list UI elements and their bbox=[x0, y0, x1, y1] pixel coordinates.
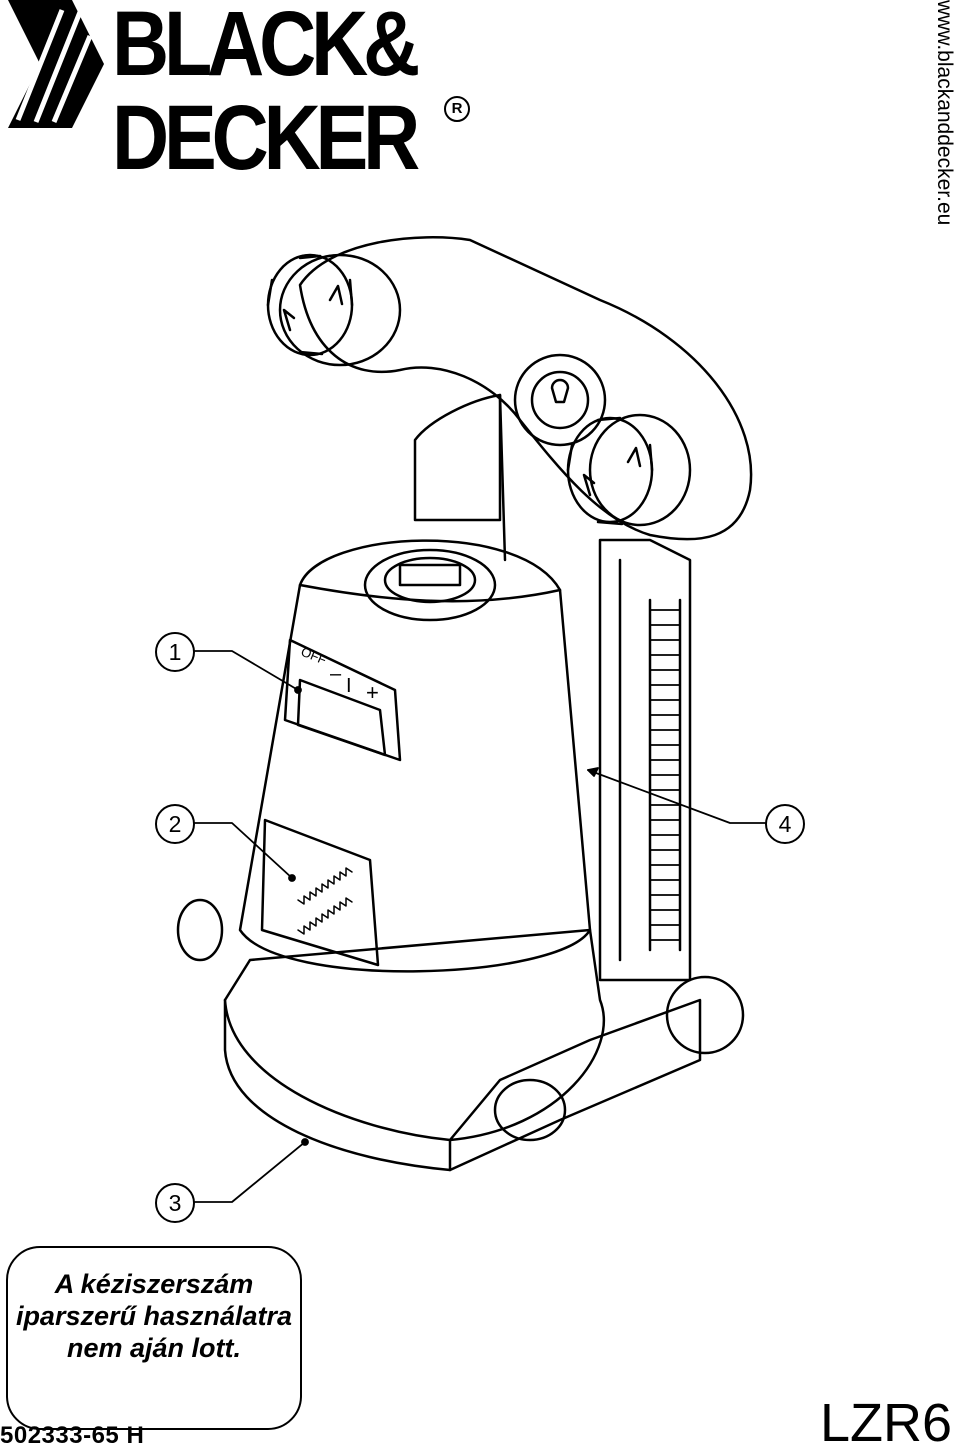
adjust-knob-right bbox=[566, 413, 692, 527]
callout-3: 3 bbox=[155, 1183, 195, 1223]
power-switch: OFF – I + bbox=[283, 638, 402, 762]
laser-body bbox=[238, 539, 592, 973]
brand-name-line1: BLACK& bbox=[112, 0, 420, 95]
laser-window bbox=[260, 818, 380, 967]
base bbox=[223, 928, 702, 1172]
callout-1: 1 bbox=[155, 632, 195, 672]
adjust-knob-top-left bbox=[266, 253, 402, 367]
callout-4: 4 bbox=[765, 804, 805, 844]
website-url[interactable]: www.blackanddecker.eu bbox=[928, 0, 960, 225]
top-cap bbox=[363, 548, 497, 622]
brand-name-line2: DECKER bbox=[112, 87, 420, 189]
warning-box: A kéziszerszám iparszerű használatra nem… bbox=[6, 1246, 302, 1430]
switch-label-off: OFF bbox=[299, 644, 329, 668]
website-url-text: www.blackanddecker.eu bbox=[933, 0, 956, 226]
warning-text: A kéziszerszám iparszerű használatra nem… bbox=[8, 1268, 300, 1364]
switch-label-plus: + bbox=[366, 680, 379, 705]
model-name: LZR6 bbox=[819, 1393, 952, 1453]
leader-lines bbox=[192, 650, 766, 1203]
switch-label-one: I bbox=[346, 675, 352, 697]
callout-2: 2 bbox=[155, 804, 195, 844]
laser-level-illustration: OFF – I + bbox=[176, 236, 766, 1203]
foot-knobs bbox=[176, 898, 745, 1142]
brand-logo: BLACK& DECKER R bbox=[0, 0, 470, 190]
logo-diamond-icon bbox=[8, 0, 104, 128]
toothed-rail bbox=[598, 538, 692, 982]
back-plate bbox=[413, 393, 502, 522]
warning-line-2: iparszerű használatra bbox=[15, 1301, 293, 1331]
switch-label-minus: – bbox=[330, 663, 342, 685]
warning-line-1: A kéziszerszám bbox=[54, 1269, 254, 1299]
keyhole-mount bbox=[513, 353, 607, 447]
warning-line-3: nem aján lott. bbox=[66, 1333, 242, 1363]
bracket-arm bbox=[298, 236, 753, 541]
part-number: 502333-65 H bbox=[0, 1422, 145, 1449]
registered-mark: R bbox=[444, 96, 470, 122]
